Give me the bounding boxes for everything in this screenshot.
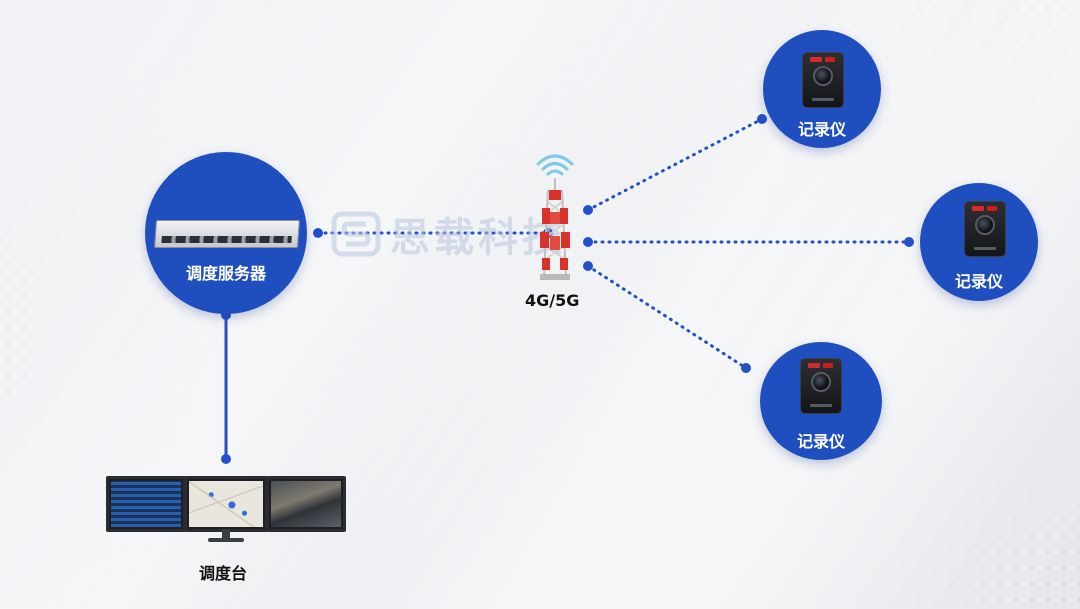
recorder-label-2: 记录仪 [954,272,1003,291]
console-label: 调度台 [199,564,248,583]
link-endpoint [221,454,231,464]
recorder-label-3: 记录仪 [796,432,845,451]
monitor-stand [222,529,230,539]
monitor-center [184,476,268,532]
link-endpoint [583,261,593,271]
link-endpoint [904,237,914,247]
link-tower-recorder-1 [586,117,764,212]
link-endpoint [757,114,767,124]
link-endpoint [583,205,593,215]
link-endpoint [583,237,593,247]
monitor-center-screen [189,481,263,527]
server-icon [154,220,300,248]
link-endpoint [741,363,751,373]
monitor-right-screen [271,481,341,527]
monitor-left-screen [111,481,181,527]
link-endpoint [313,228,323,238]
body-camera-icon [800,358,842,414]
monitor-right [266,476,346,532]
tower-label: 4G/5G [525,291,580,310]
recorder-label-1: 记录仪 [797,120,846,139]
server-label: 调度服务器 [185,264,266,283]
cell-tower-icon [530,146,580,282]
link-tower-recorder-3 [586,264,748,370]
monitor-base [208,538,244,542]
body-camera-icon [964,201,1006,257]
body-camera-icon [802,52,844,108]
monitor-left [106,476,186,532]
